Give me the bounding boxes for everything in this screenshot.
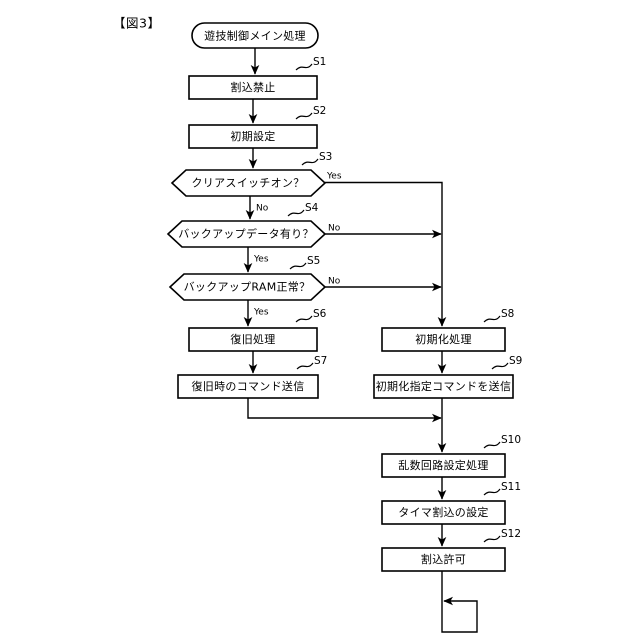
start-label: 遊技制御メイン処理 [204,29,306,43]
s1-step-tag: S1 [313,56,326,68]
s5-no-label: No [328,277,341,287]
s4-leader [287,209,305,217]
s2-leader [295,112,313,120]
s5-leader [289,262,307,270]
s7-label: 復旧時のコマンド送信 [192,379,305,393]
s4-label: バックアップデータ有り？ [178,227,314,241]
figure-title: 【図3】 [113,16,160,31]
s12-label: 割込許可 [421,552,466,566]
s8-leader [483,315,501,323]
s7-leader [296,362,314,370]
s10-label: 乱数回路設定処理 [398,458,488,472]
node-s3: クリアスイッチオン？ S3 Yes No [170,151,342,214]
s6-leader [295,315,313,323]
s1-leader [295,63,313,71]
s6-step-tag: S6 [313,308,327,320]
s2-label: 初期設定 [230,129,275,143]
s12-shape [381,547,506,572]
node-s12: 割込許可 S12 [381,528,521,572]
s4-yes-label: Yes [253,255,269,265]
s6-label: 復旧処理 [230,333,275,346]
s1-label: 割込禁止 [230,80,275,94]
s4-step-tag: S4 [305,202,319,214]
node-s10: 乱数回路設定処理 S10 [381,434,521,478]
s3-no-label: No [256,204,269,214]
s5-label: バックアップRAM正常？ [184,281,311,294]
s9-label: 初期化指定コマンドを送信 [376,379,512,393]
s5-yes-label: Yes [253,308,269,318]
s8-step-tag: S8 [501,308,514,320]
s7-step-tag: S7 [314,355,327,367]
s9-leader [491,362,509,370]
s3-label: クリアスイッチオン？ [192,177,305,190]
s12-step-tag: S12 [501,528,521,540]
s9-step-tag: S9 [509,355,522,367]
s3-yes-label: Yes [326,172,342,182]
s11-leader [483,488,501,496]
node-s9: 初期化指定コマンドを送信 S9 [373,355,522,399]
s11-shape [381,500,506,525]
s3-leader [301,158,319,166]
node-s2: 初期設定 S2 [188,105,326,149]
node-start: 遊技制御メイン処理 [191,22,319,49]
node-s11: タイマ割込の設定 S11 [381,481,521,525]
s8-shape [381,327,506,352]
connector-s7-to-rail [247,398,442,423]
s4-no-label: No [328,224,341,234]
s11-step-tag: S11 [501,481,521,493]
node-s1: 割込禁止 S1 [188,56,326,100]
connector-s3-yes-to-rail [325,181,447,327]
connector-loop-back [441,571,478,633]
s3-step-tag: S3 [319,151,332,163]
s8-label: 初期化処理 [415,332,472,346]
s10-leader [483,441,501,449]
s5-step-tag: S5 [307,255,320,267]
s12-leader [483,535,501,543]
s10-shape [381,453,506,478]
node-s8: 初期化処理 S8 [381,308,514,352]
node-s7: 復旧時のコマンド送信 S7 [177,355,327,399]
s9-shape [373,374,514,399]
s11-label: タイマ割込の設定 [398,505,488,519]
s2-step-tag: S2 [313,105,326,117]
node-s6: 復旧処理 S6 [188,308,327,352]
s10-step-tag: S10 [501,434,521,446]
